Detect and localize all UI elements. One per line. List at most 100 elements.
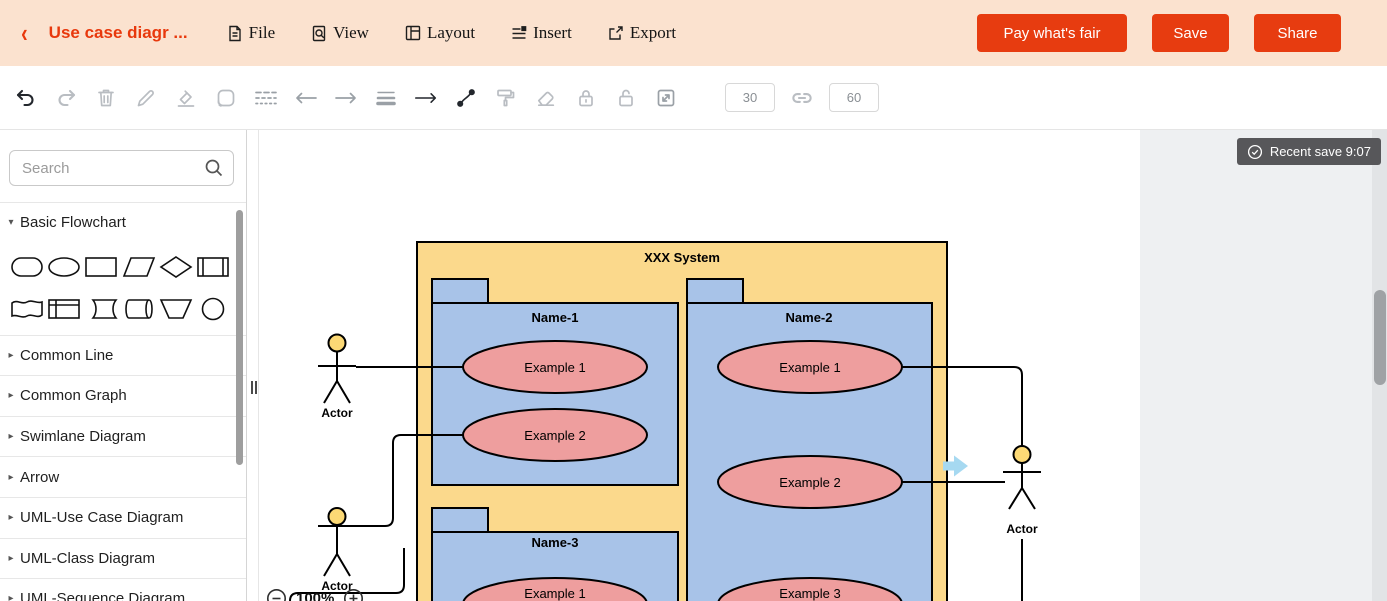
delete-icon[interactable] (93, 85, 119, 111)
shape-direct-access-storage[interactable] (120, 291, 157, 327)
use-case-label: Example 1 (524, 360, 585, 375)
spacing-input[interactable] (725, 83, 775, 112)
shape-parallelogram[interactable] (120, 249, 157, 285)
line-weight-icon[interactable] (373, 85, 399, 111)
zoom-control: 100% (266, 588, 364, 601)
link-icon[interactable] (789, 85, 815, 111)
system-title[interactable]: XXX System (644, 250, 720, 265)
back-button[interactable]: ‹ (21, 18, 28, 48)
shape-circle[interactable] (195, 291, 232, 327)
shape-predefined-process[interactable] (195, 249, 232, 285)
package-name-1-label[interactable]: Name-1 (532, 310, 579, 325)
sidebar-section-uml-sequence[interactable]: ▸ UML-Sequence Diagram (0, 578, 246, 601)
package-name-2-label[interactable]: Name-2 (786, 310, 833, 325)
menu-file[interactable]: File (227, 23, 275, 43)
connector-bottom-left[interactable] (289, 548, 405, 601)
search-icon (204, 158, 224, 178)
connector-icon[interactable] (453, 85, 479, 111)
sidebar-section-uml-use-case[interactable]: ▸ UML-Use Case Diagram (0, 496, 246, 538)
package-tab[interactable] (431, 507, 489, 533)
format-painter-icon[interactable] (493, 85, 519, 111)
shape-stored-data[interactable] (83, 291, 120, 327)
undo-icon[interactable] (13, 85, 39, 111)
lock-icon[interactable] (573, 85, 599, 111)
caret-right-icon: ▸ (8, 512, 14, 524)
shape-trapezoid[interactable] (157, 291, 194, 327)
menu-export-label: Export (629, 23, 677, 42)
section-label: Common Graph (20, 387, 127, 405)
zoom-out-button[interactable] (266, 588, 287, 601)
distance-input[interactable] (829, 83, 879, 112)
eraser-icon[interactable] (533, 85, 559, 111)
actor-2[interactable] (318, 507, 356, 577)
shape-style-icon[interactable] (213, 85, 239, 111)
zoom-in-button[interactable] (343, 588, 364, 601)
use-case-label: Example 1 (779, 360, 840, 375)
actor-2-label[interactable]: Actor (321, 579, 353, 593)
shape-rectangle[interactable] (83, 249, 120, 285)
menu-layout[interactable]: Layout (405, 23, 475, 43)
use-case-label: Example 3 (779, 586, 840, 601)
view-icon (311, 25, 327, 42)
shape-stadium[interactable] (8, 249, 45, 285)
use-case-label: Example 2 (524, 428, 585, 443)
sidebar-section-basic-flowchart[interactable]: ▾ Basic Flowchart (0, 202, 246, 243)
save-button[interactable]: Save (1152, 14, 1229, 52)
menu-view[interactable]: View (311, 23, 369, 43)
line-style-icon[interactable] (253, 85, 279, 111)
actor-3-label[interactable]: Actor (1006, 522, 1038, 536)
actor-1[interactable] (318, 333, 356, 404)
use-case-example2-n2[interactable] (717, 455, 903, 509)
use-case-label: Example 1 (524, 586, 585, 601)
file-icon (227, 25, 243, 42)
canvas-scrollbar-thumb[interactable] (1373, 290, 1386, 385)
shape-diamond[interactable] (157, 249, 194, 285)
sidebar-section-common-line[interactable]: ▸ Common Line (0, 334, 246, 376)
shape-document[interactable] (8, 291, 45, 327)
caret-right-icon: ▸ (8, 593, 14, 601)
menu-insert[interactable]: Insert (511, 23, 572, 43)
arrow-right-icon[interactable] (333, 85, 359, 111)
check-circle-icon (1247, 144, 1263, 160)
package-name-3-label[interactable]: Name-3 (532, 535, 579, 550)
actor-3[interactable] (1003, 445, 1041, 510)
edit-icon[interactable] (133, 85, 159, 111)
sidebar-section-common-graph[interactable]: ▸ Common Graph (0, 375, 246, 416)
use-case-example3-n2[interactable] (717, 577, 903, 601)
use-case-example1-n2[interactable] (717, 340, 903, 394)
arrow-head-icon[interactable] (413, 85, 439, 111)
use-case-example1-n1[interactable] (462, 340, 648, 394)
caret-right-icon: ▸ (8, 390, 14, 402)
sidebar-section-arrow[interactable]: ▸ Arrow (0, 456, 246, 497)
shape-ellipse[interactable] (45, 249, 82, 285)
search-input[interactable] (9, 150, 234, 186)
menu-export[interactable]: Export (608, 23, 676, 43)
unlock-icon[interactable] (613, 85, 639, 111)
shape-internal-storage[interactable] (45, 291, 82, 327)
section-label: Common Line (20, 346, 114, 364)
connector-actor2-example2[interactable] (356, 434, 463, 527)
sidebar-section-swimlane-diagram[interactable]: ▸ Swimlane Diagram (0, 415, 246, 457)
sidebar-resize-handle[interactable] (251, 381, 258, 394)
pay-whats-fair-button[interactable]: Pay what's fair (977, 14, 1127, 52)
use-case-example2-n1[interactable] (462, 408, 648, 462)
use-case-label: Example 2 (779, 475, 840, 490)
use-case-example1-n3[interactable] (462, 577, 648, 601)
connector-example1-actor3[interactable] (902, 366, 1023, 446)
document-title[interactable]: Use case diagr ... (48, 23, 188, 42)
layout-icon (405, 25, 421, 41)
fill-color-icon[interactable] (173, 85, 199, 111)
redo-icon[interactable] (53, 85, 79, 111)
resize-icon[interactable] (653, 85, 679, 111)
connectors[interactable] (289, 366, 1023, 601)
sidebar-section-uml-class[interactable]: ▸ UML-Class Diagram (0, 537, 246, 579)
actor-1-label[interactable]: Actor (321, 406, 353, 420)
share-button[interactable]: Share (1254, 14, 1341, 52)
canvas-area[interactable]: XXX System Name-1 Name-2 Name-3 (247, 130, 1387, 601)
section-label: Basic Flowchart (20, 214, 126, 232)
package-tab[interactable] (431, 278, 489, 304)
arrow-left-icon[interactable] (293, 85, 319, 111)
sidebar-scrollbar[interactable] (236, 210, 243, 465)
package-tab[interactable] (686, 278, 744, 304)
canvas-scrollbar[interactable] (1372, 130, 1387, 601)
